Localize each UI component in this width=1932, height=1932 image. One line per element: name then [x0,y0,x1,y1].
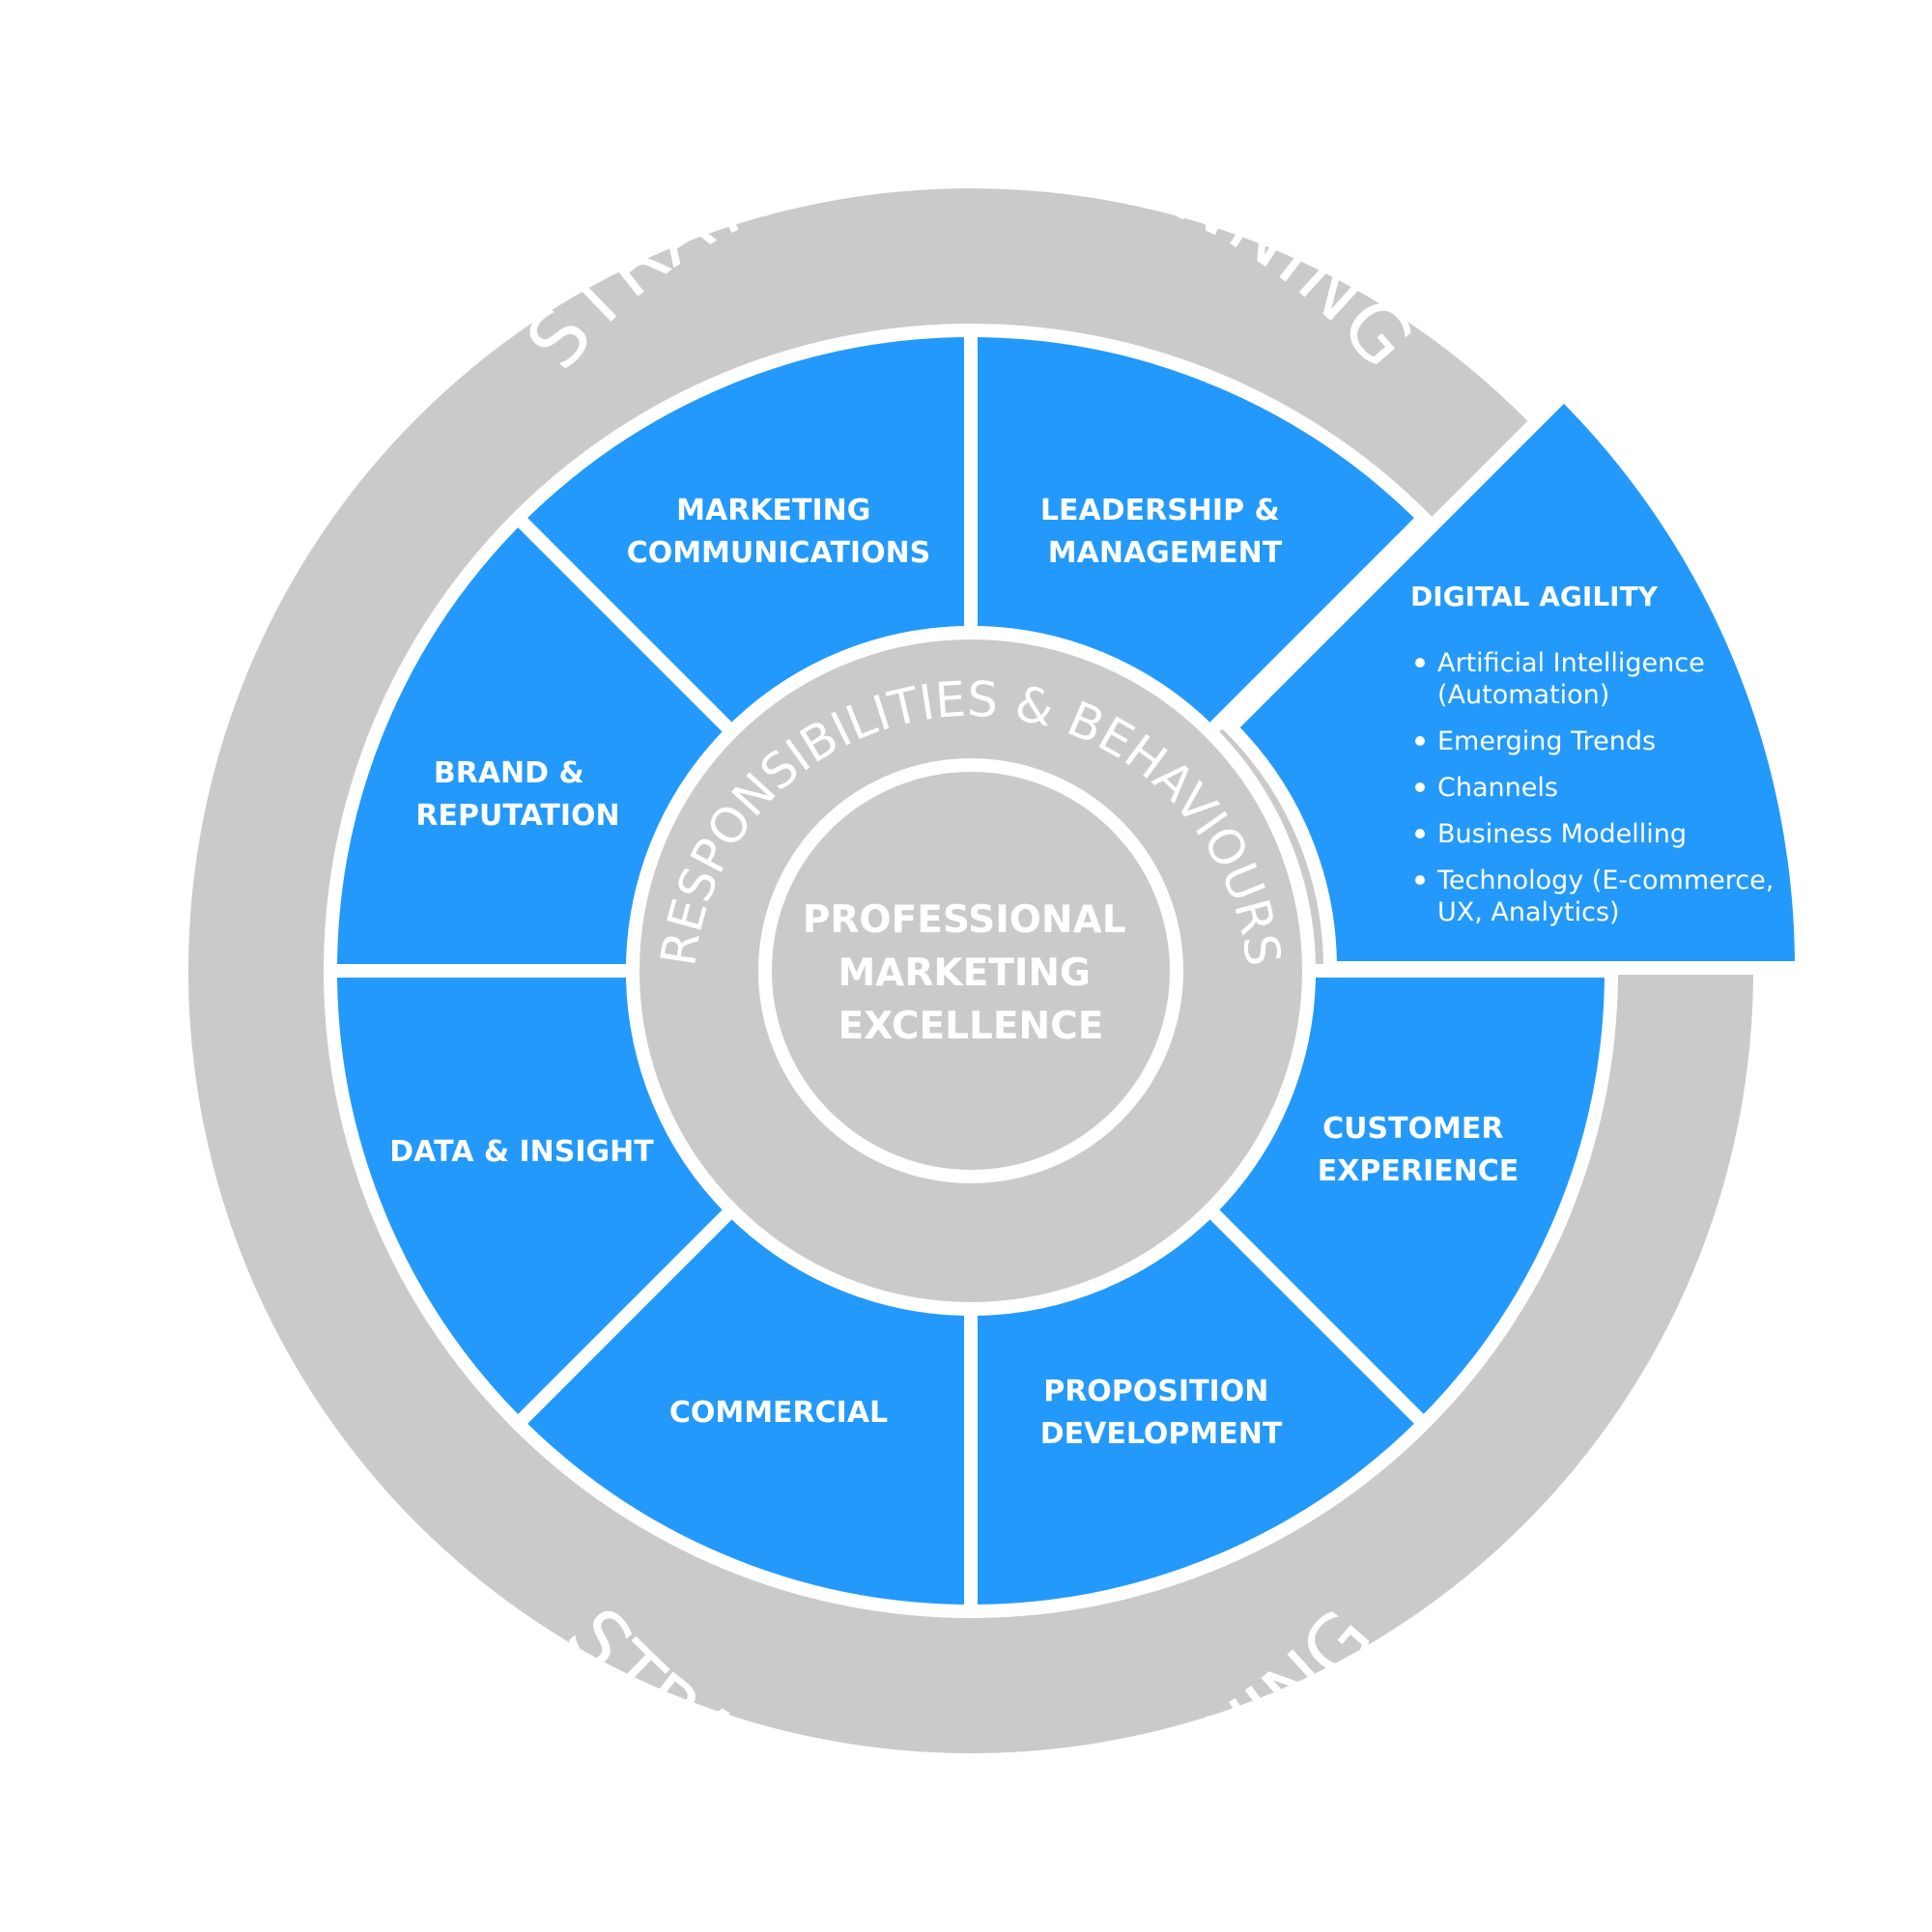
segment-label-leadership-management: LEADERSHIP & MANAGEMENT [1040,494,1290,570]
core-label-line: MARKETING [838,952,1091,995]
segment-label-marketing-communications: MARKETING COMMUNICATIONS [627,494,931,570]
segment-label-data-insight: DATA & INSIGHT [389,1135,654,1169]
competency-segments [323,323,1619,1619]
core-circle [758,758,1183,1183]
bullet-line: UX, Analytics) [1437,897,1620,927]
digital-agility-bullet-item: Technology (E-commerce,UX, Analytics) [1436,866,1774,927]
bullet-line: Business Modelling [1437,819,1687,849]
core-label-line: PROFESSIONAL [803,898,1126,942]
segment-label-commercial: COMMERCIAL [669,1396,888,1430]
core-label-line: EXCELLENCE [838,1005,1104,1048]
digital-agility-bullet-item: Emerging Trends [1437,726,1656,756]
segment-label-proposition-development: PROPOSITION DEVELOPMENT [1040,1375,1283,1451]
digital-agility-bullet-item: Business Modelling [1437,819,1687,849]
segment-label-brand-reputation: BRAND & REPUTATION [415,756,619,833]
bullet-line: Emerging Trends [1437,726,1656,756]
segment-label-customer-experience: CUSTOMER EXPERIENCE [1318,1112,1519,1188]
digital-agility-title: DIGITAL AGILITY [1410,581,1659,612]
digital-agility-bullet-list: Artificial Intelligence(Automation) Emerg… [1415,648,1774,927]
bullet-dot-icon [1415,658,1425,668]
bullet-line: (Automation) [1437,680,1609,710]
bullet-dot-icon [1415,829,1425,838]
digital-agility-segment[interactable] [1221,384,1809,975]
bullet-dot-icon [1415,782,1425,792]
digital-agility-bullet-item: Artificial Intelligence(Automation) [1437,648,1705,710]
bullet-dot-icon [1415,875,1425,885]
bullet-dot-icon [1415,736,1425,746]
bullet-line: Artificial Intelligence [1437,648,1705,678]
core-label: PROFESSIONAL MARKETING EXCELLENCE [803,898,1139,1048]
bullet-line: Channels [1437,773,1558,803]
digital-agility-bullet-item: Channels [1437,773,1558,803]
bullet-line: Technology (E-commerce, [1436,866,1774,895]
